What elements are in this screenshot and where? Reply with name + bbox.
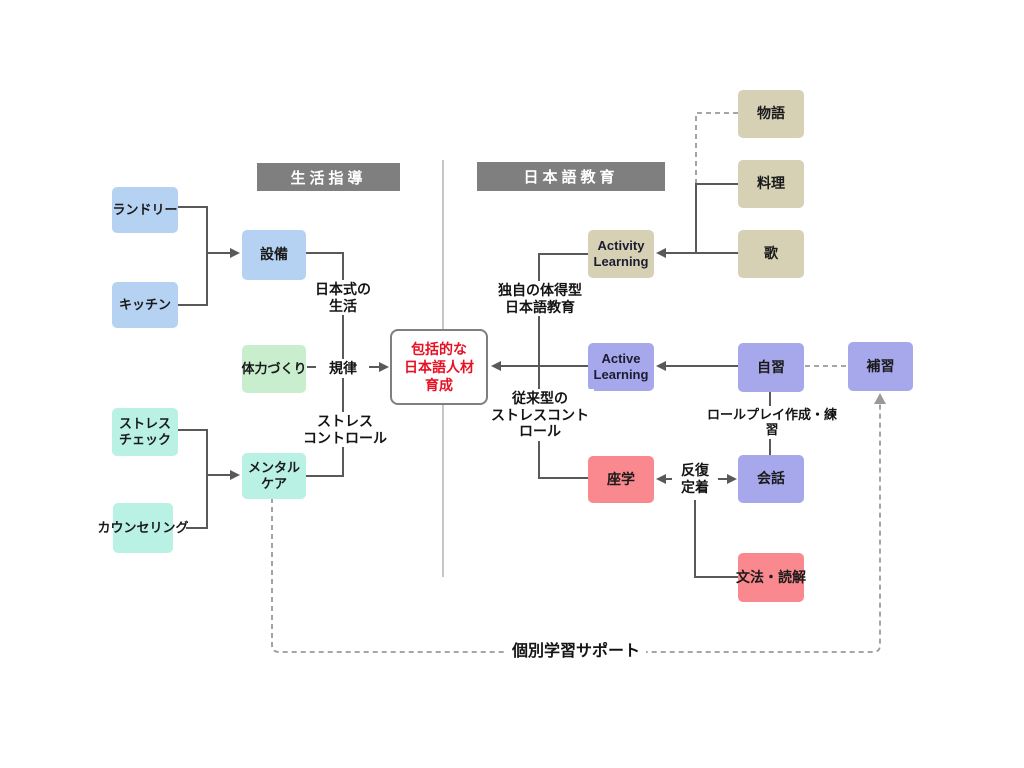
arrow-into-conversation [727,474,737,484]
label-unique-method: 独自の体得型 日本語教育 [494,281,586,317]
cooking-connector [695,183,738,253]
box-fitness: 体力づくり [242,345,307,393]
header-japanese-education: 日本語教育 [477,162,665,191]
arrow-into-center-right [491,361,501,371]
arrow-into-facilities [230,248,240,258]
to-grammar-connector [694,500,738,578]
label-discipline: 規律 [317,359,369,378]
box-cooking: 料理 [738,160,804,208]
header-life-guidance: 生活指導 [257,163,400,191]
story-dashed-connector [695,112,738,183]
box-center-goal: 包括的な 日本語人材 育成 [390,329,488,405]
arrow-into-mentalcare [230,470,240,480]
activity-elbow-connector [538,253,588,366]
label-stress-control: ストレス コントロール [301,412,389,448]
label-roleplay: ロールプレイ作成・練習 [700,406,844,439]
box-activity-learning: Activity Learning [588,230,654,278]
box-laundry: ランドリー [112,187,178,233]
box-story: 物語 [738,90,804,138]
box-stress-check: ストレス チェック [112,408,178,456]
arrowheads [230,248,737,484]
label-repetition: 反復 定着 [672,461,718,497]
laundry-kitchen-connector [177,206,208,306]
arrow-into-activity [656,248,666,258]
box-song: 歌 [738,230,804,278]
box-mental-care: メンタル ケア [242,453,306,499]
label-conventional-method: 従来型の ストレスコント ロール [486,389,594,441]
box-grammar-reading: 文法・読解 [736,553,806,602]
arrow-into-center-left [379,362,389,372]
box-active-learning: Active Learning [588,343,654,391]
box-kitchen: キッチン [112,282,178,328]
label-individual-support: 個別学習サポート [506,642,646,663]
individual-support-loop [271,404,881,653]
arrow-into-active [656,361,666,371]
label-japanese-style-life: 日本式の 生活 [303,280,383,316]
box-classroom: 座学 [588,456,654,503]
stresscheck-counseling-connector [177,429,208,529]
box-counseling: カウンセリング [98,503,189,553]
arrow-into-supplementary [874,393,886,404]
arrow-into-classroom [656,474,666,484]
box-facilities: 設備 [242,230,306,280]
box-conversation: 会話 [738,455,804,503]
dashed-connectors [271,112,881,653]
box-supplementary: 補習 [848,342,913,391]
box-self-study: 自習 [738,343,804,392]
